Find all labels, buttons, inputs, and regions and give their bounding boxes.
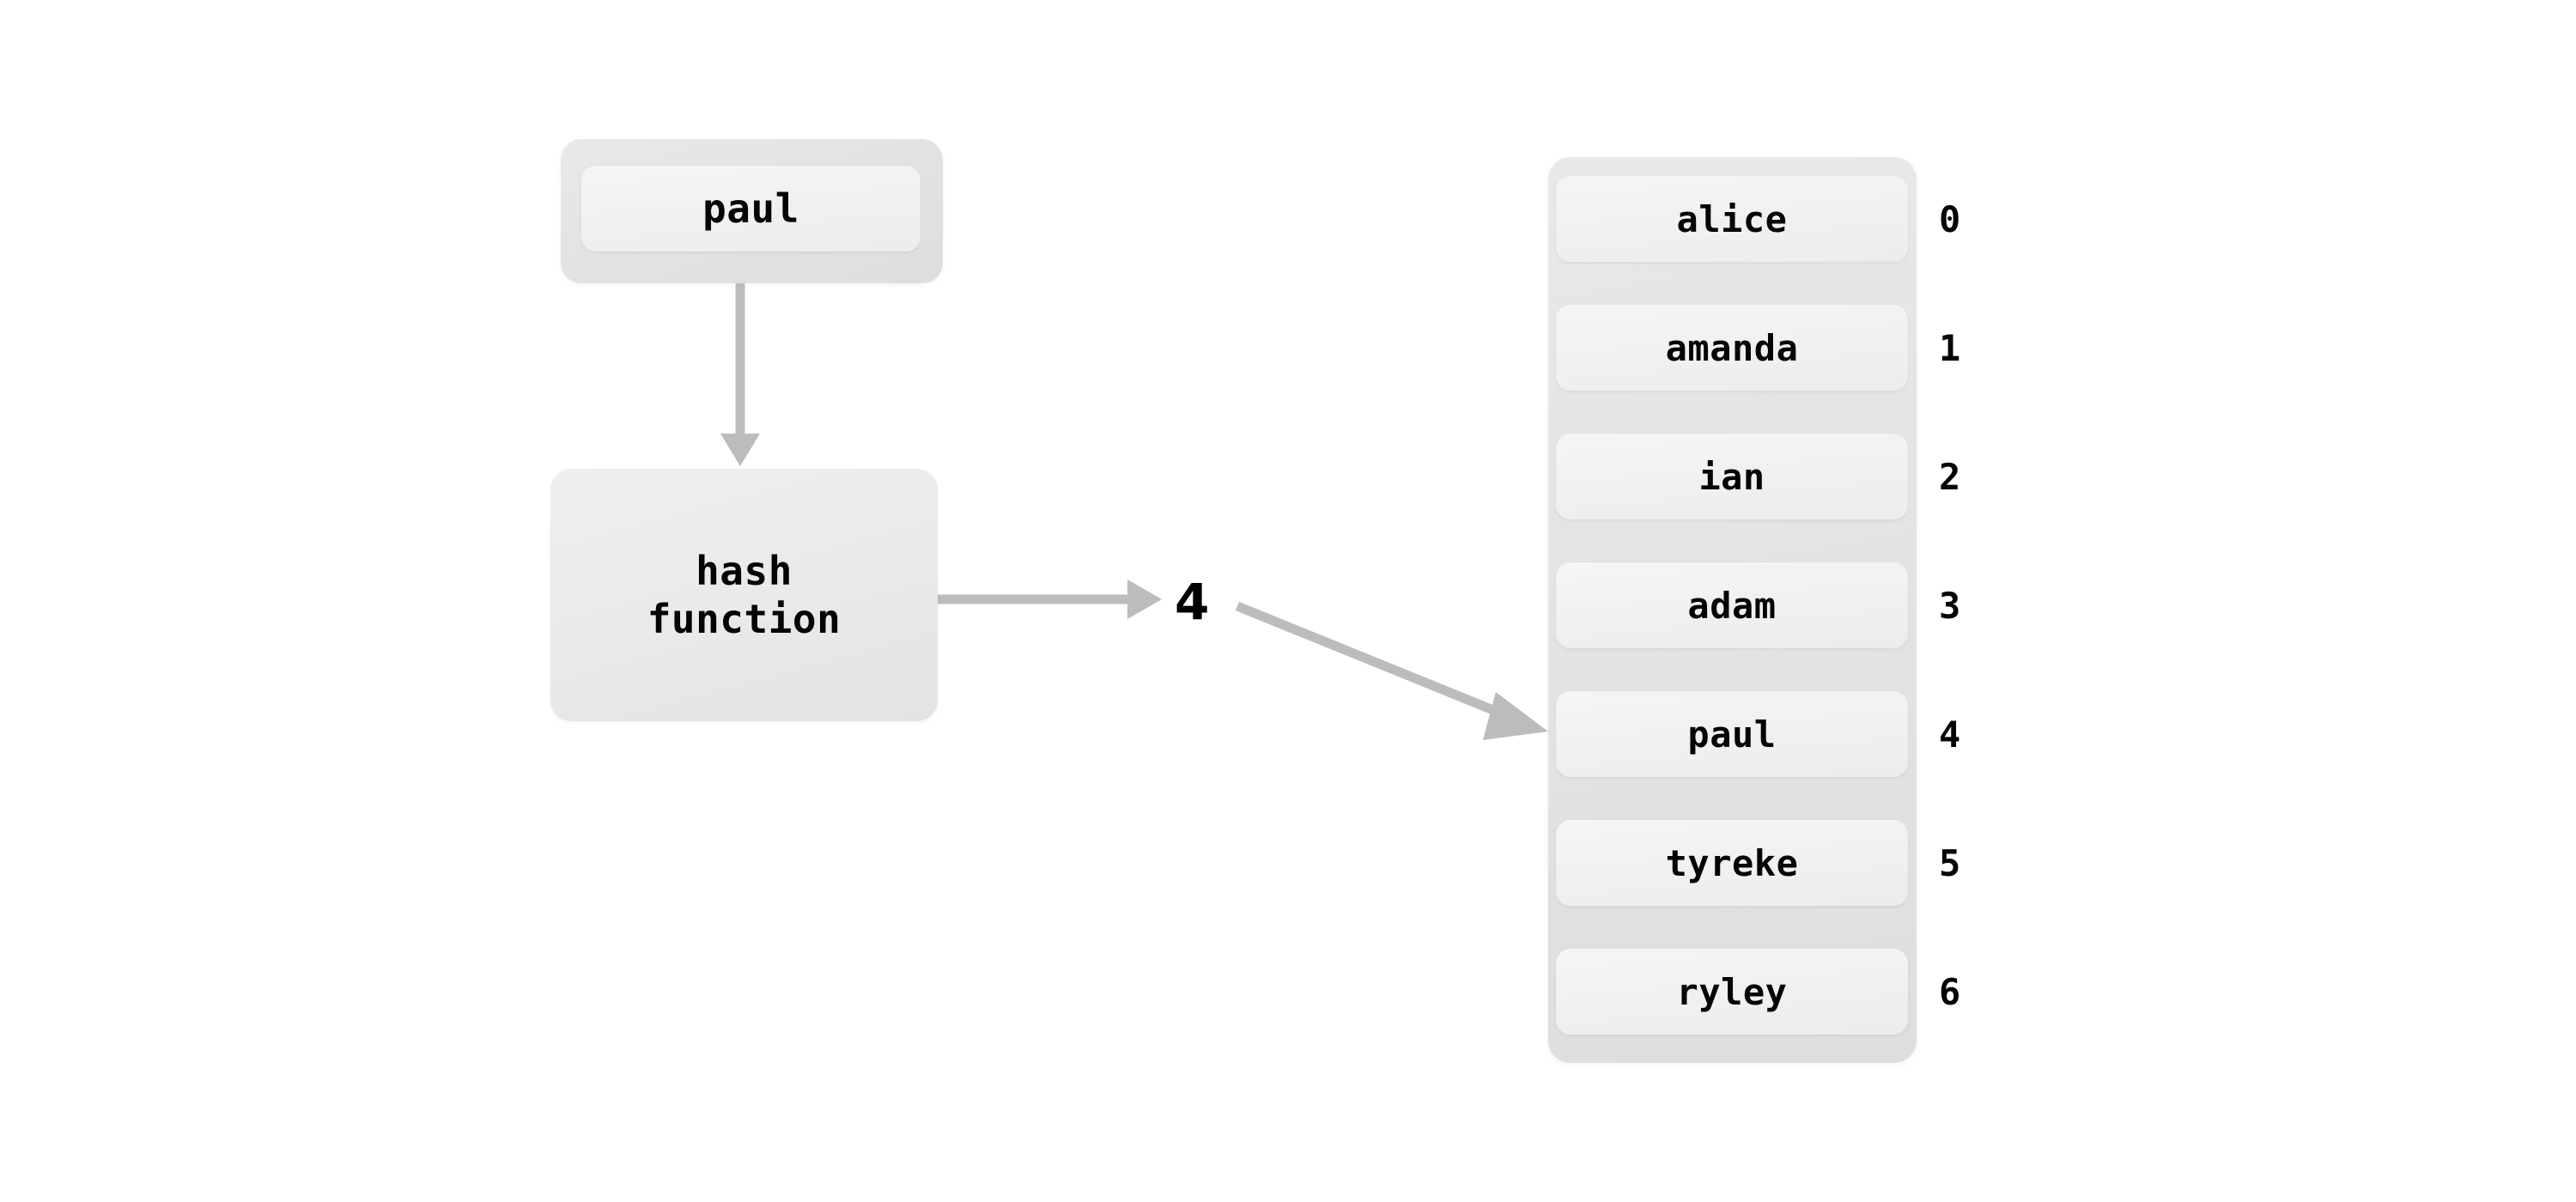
hash-function-line-2: function xyxy=(647,596,841,642)
value-to-slot-arrow xyxy=(1235,601,1548,740)
key-to-hash-arrow xyxy=(720,283,760,466)
source-key-label: paul xyxy=(702,185,799,232)
hash-table-slot-index: 6 xyxy=(1939,970,1961,1013)
hash-table-slot-index: 4 xyxy=(1939,713,1961,756)
hash-table-slot[interactable]: paul xyxy=(1556,691,1908,777)
hash-function-label: hash function xyxy=(647,547,841,643)
hash-table-slot-index: 2 xyxy=(1939,455,1961,498)
hash-function-line-1: hash xyxy=(696,547,793,594)
hash-function-box: hash function xyxy=(550,469,938,721)
hash-value-label: 4 xyxy=(1175,573,1210,631)
hash-table-slot[interactable]: ian xyxy=(1556,434,1908,519)
hash-table-slot-label: paul xyxy=(1687,713,1777,756)
hash-to-value-arrow xyxy=(938,580,1162,619)
hash-table-slot[interactable]: alice xyxy=(1556,176,1908,262)
source-key-chip: paul xyxy=(581,166,920,252)
hash-table-slot-index: 5 xyxy=(1939,841,1961,884)
hash-table-slot[interactable]: ryley xyxy=(1556,949,1908,1035)
hash-table-slot-label: tyreke xyxy=(1665,841,1799,884)
hash-table-slot-index: 1 xyxy=(1939,326,1961,369)
hash-table-slot-label: ian xyxy=(1698,455,1765,498)
hash-table-slot-index: 0 xyxy=(1939,197,1961,240)
hash-table-slot-label: ryley xyxy=(1676,970,1788,1013)
hash-table-slot-index: 3 xyxy=(1939,584,1961,627)
hash-table-slot[interactable]: amanda xyxy=(1556,305,1908,391)
hash-table-slot-label: alice xyxy=(1676,197,1788,240)
hash-table-slot[interactable]: tyreke xyxy=(1556,820,1908,906)
hash-table-slot[interactable]: adam xyxy=(1556,562,1908,648)
hash-table-slot-label: amanda xyxy=(1665,326,1799,369)
hash-table-slot-label: adam xyxy=(1687,584,1777,627)
